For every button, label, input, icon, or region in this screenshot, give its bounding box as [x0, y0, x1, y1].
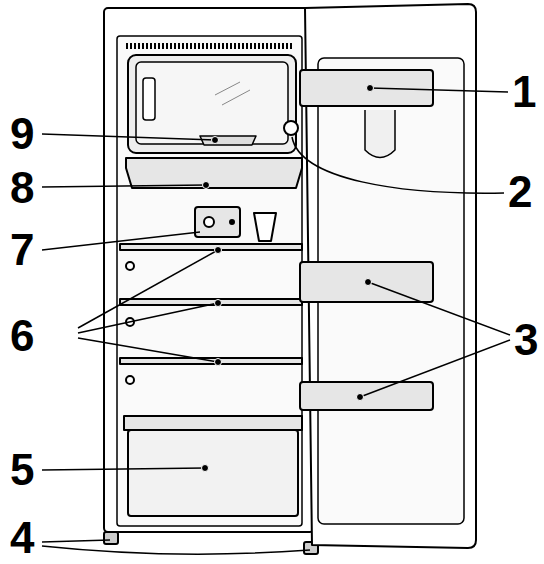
door-bin: [300, 70, 433, 106]
drip-tray: [126, 158, 302, 188]
cabinet: [104, 8, 314, 532]
shelf-clip: [126, 376, 134, 384]
leader-dots: [202, 85, 374, 472]
door-bin: [300, 262, 433, 302]
shelf: [120, 244, 302, 250]
callout-number: 7: [10, 228, 34, 272]
callout-number: 6: [10, 314, 34, 358]
crisper: [128, 430, 298, 516]
door-stopper: [284, 121, 298, 135]
callout-number: 4: [10, 516, 34, 560]
inner-liner: [117, 36, 302, 526]
callout-number: 3: [514, 318, 538, 362]
callout-number: 9: [10, 112, 34, 156]
callout-number: 2: [508, 170, 532, 214]
vent-grill: [126, 43, 294, 49]
egg-holder: [365, 110, 395, 158]
foot: [104, 532, 118, 544]
thermostat-knob: [204, 217, 214, 227]
freezer-handle: [143, 78, 155, 120]
thermostat-box: [195, 207, 240, 237]
leader-lines: [42, 88, 510, 554]
glass-reflection: [215, 82, 240, 95]
cup: [254, 213, 276, 241]
callout-number: 8: [10, 166, 34, 210]
callout-number: 1: [512, 70, 536, 114]
lamp: [230, 220, 234, 224]
crisper-cover: [124, 416, 302, 430]
door-bin: [300, 382, 433, 410]
shelf-clip: [126, 262, 134, 270]
glass-reflection: [222, 90, 250, 105]
callout-number: 5: [10, 448, 34, 492]
freezer-door: [136, 62, 288, 144]
